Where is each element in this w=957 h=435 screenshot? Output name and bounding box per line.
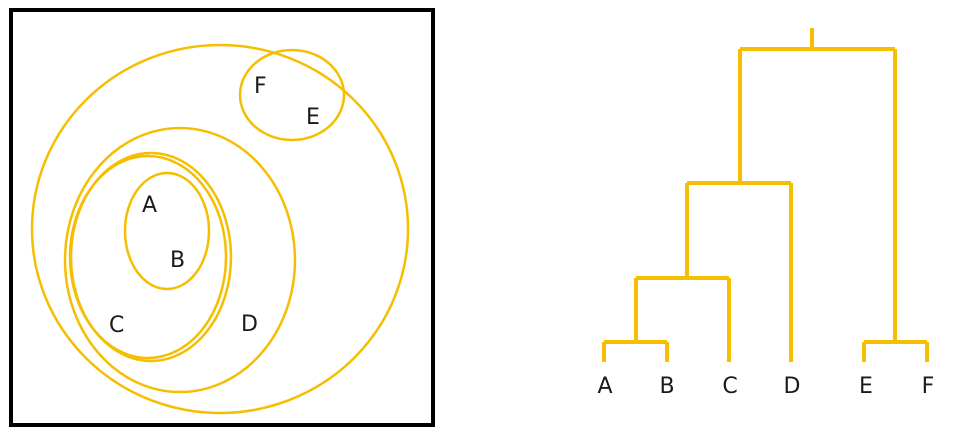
dendro-leaf-b: B	[659, 374, 674, 399]
venn-label-e: E	[306, 105, 320, 130]
cluster-ab-ellipse	[123, 171, 211, 291]
venn-label-f: F	[254, 74, 267, 99]
dendrogram-panel: A B C D E F	[597, 28, 934, 399]
cluster-abc-inner-ellipse	[68, 154, 228, 360]
venn-label-b: B	[170, 248, 185, 273]
cluster-ef-ellipse	[238, 48, 346, 142]
cluster-outer-ellipse	[30, 43, 410, 415]
dendro-leaf-e: E	[859, 374, 873, 399]
panel-frame	[9, 8, 435, 427]
dendro-leaf-f: F	[922, 374, 935, 399]
dendro-leaf-a: A	[597, 374, 612, 399]
venn-label-c: C	[109, 313, 124, 338]
dendro-leaf-d: D	[784, 374, 801, 399]
cluster-abcd-ellipse	[63, 126, 297, 394]
dendro-leaf-c: C	[722, 374, 737, 399]
venn-label-d: D	[241, 312, 258, 337]
nested-clusters-panel: F E A B C D	[9, 8, 435, 427]
venn-label-a: A	[142, 193, 157, 218]
